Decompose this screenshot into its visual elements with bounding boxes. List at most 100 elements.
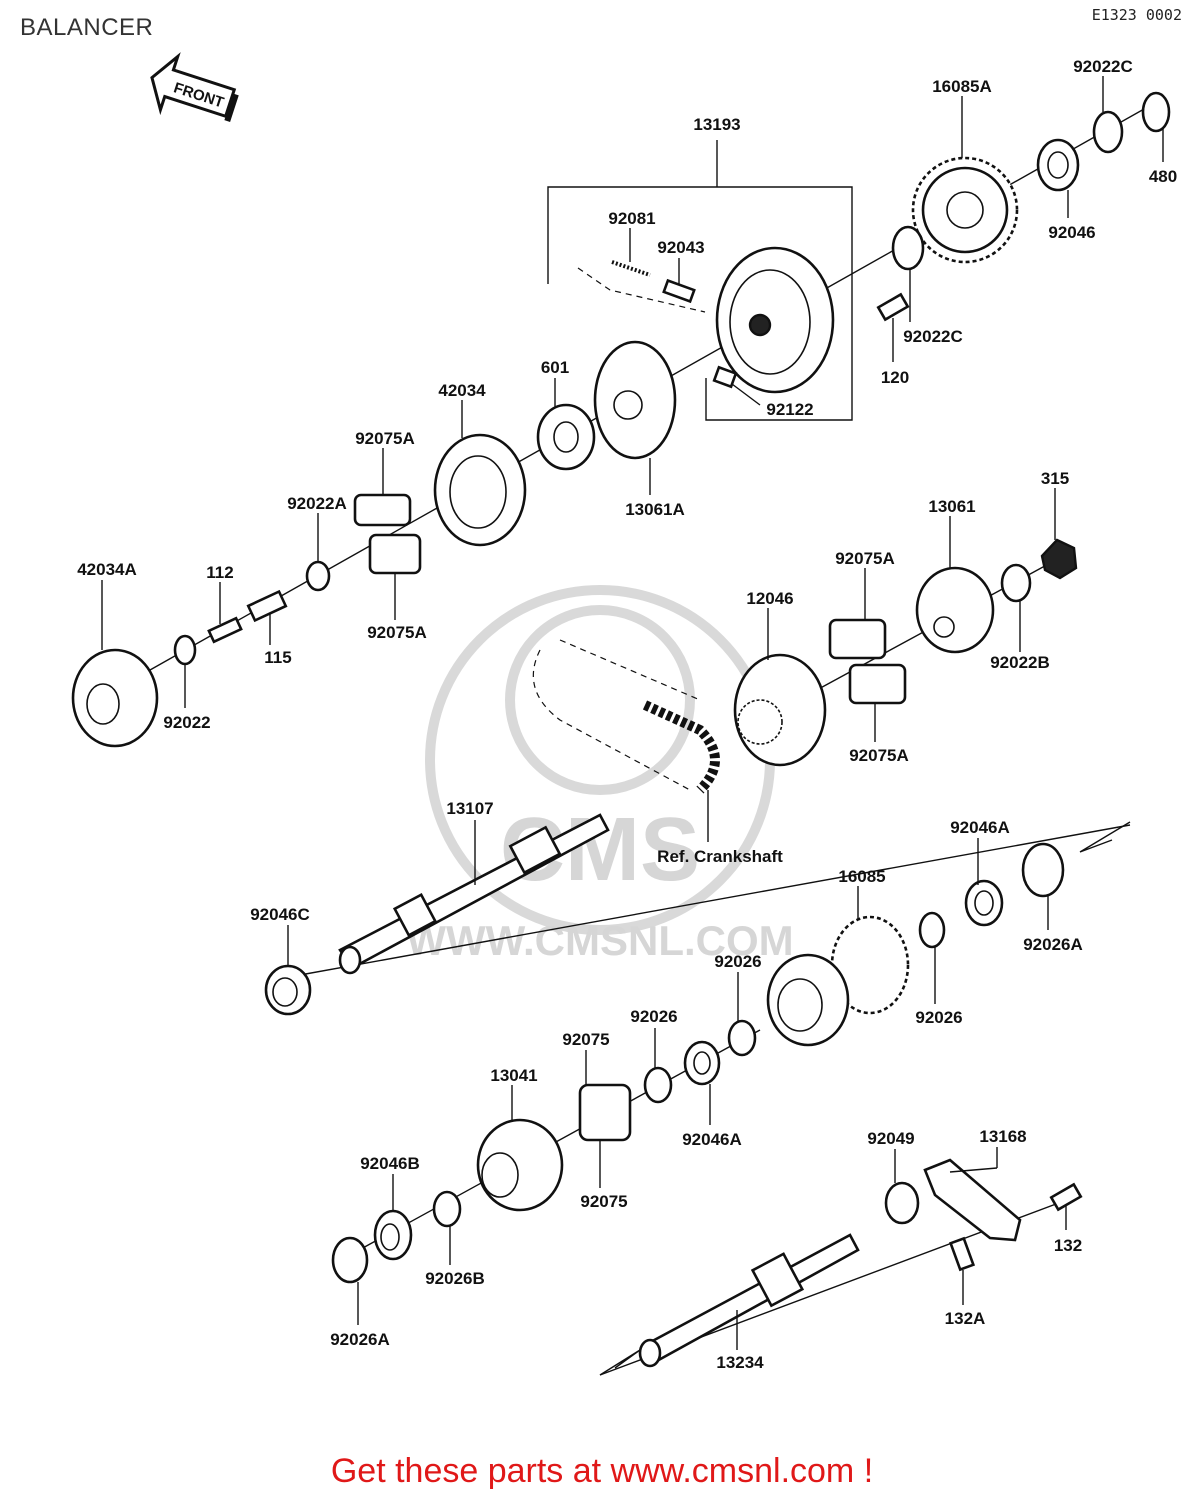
crankshaft-reference-dashed [532,267,706,791]
part-115-bolt [246,589,288,623]
label-92022: 92022 [163,713,210,732]
leader-lines [101,76,1164,1350]
label-120: 120 [881,368,909,387]
label-16085A: 16085A [932,77,992,96]
assembly-axis-lines [149,99,1161,1376]
label-ref-crankshaft: Ref. Crankshaft [657,847,783,866]
part-16085A-sprocket [911,156,1019,264]
label-92075A-2: 92075A [367,623,427,642]
label-92046B: 92046B [360,1154,420,1173]
label-92022B: 92022B [990,653,1050,672]
part-13041-coupling [476,1118,564,1212]
part-92022B-washer [1000,563,1032,603]
label-92075-1: 92075 [562,1030,609,1049]
part-13061A-hub [593,340,677,460]
front-arrow-icon: FRONT [150,52,239,122]
part-13061-hub [915,566,995,654]
watermark-url: WWW.CMSNL.COM [406,917,793,964]
label-112: 112 [206,563,233,582]
part-92026-washer-left [643,1066,673,1104]
label-92046A-1: 92046A [950,818,1010,837]
label-92026A-1: 92026A [1023,935,1083,954]
label-13061: 13061 [928,497,975,516]
label-42034A: 42034A [77,560,137,579]
label-92046A-2: 92046A [682,1130,742,1149]
label-12046: 12046 [746,589,793,608]
label-115: 115 [264,648,291,667]
part-92022C-washer-mid [891,225,925,271]
part-12046-sprocket-housing [733,653,827,767]
part-92049-seal [884,1181,920,1225]
label-92026-2: 92026 [915,1008,962,1027]
assembly-13193-bracket [547,140,853,421]
label-92075-2: 92075 [580,1192,627,1211]
part-92022A-washer [305,560,331,592]
part-112-screw [207,616,243,644]
part-92022-washer [173,634,197,666]
label-13234: 13234 [716,1353,764,1372]
part-92075-damper [578,1083,632,1142]
part-120-bolt [876,292,910,322]
part-480-circlip [1141,91,1171,133]
label-92049: 92049 [867,1129,914,1148]
part-92046A-bearing-right [964,879,1004,927]
part-92081-spring [611,260,651,277]
page-title: BALANCER [20,14,154,41]
label-92122: 92122 [766,400,813,419]
label-315: 315 [1041,469,1069,488]
label-92043: 92043 [657,238,704,257]
part-42034A-damper-plate [71,648,159,748]
part-92046B-bearing [373,1209,413,1261]
label-92075A-3: 92075A [835,549,895,568]
label-92081: 92081 [608,209,655,228]
part-315-nut [1040,538,1078,580]
label-42034: 42034 [438,381,486,400]
part-16085-gear [766,915,910,1047]
part-labels: 13193 16085A 92022C 480 92046 92022C 120… [77,57,1177,1372]
label-92075A-1: 92075A [355,429,415,448]
label-16085: 16085 [838,867,885,886]
label-13193: 13193 [693,115,740,134]
part-92075A-rubbers-lower [828,618,907,705]
label-92022C-mid: 92022C [903,327,963,346]
part-13234-balancer-shaft [638,1233,860,1368]
label-92022C-top: 92022C [1073,57,1133,76]
label-13061A: 13061A [625,500,685,519]
part-92026B-washer [432,1190,462,1228]
label-480: 480 [1149,167,1177,186]
label-92026B: 92026B [425,1269,485,1288]
label-13041: 13041 [490,1066,537,1085]
label-92026-1: 92026 [714,952,761,971]
part-clutch-housing-13193 [715,246,835,394]
part-92122-roller [712,365,738,389]
part-crank-chain [642,700,720,794]
label-601: 601 [541,358,569,377]
part-92046-bearing [1036,138,1080,192]
part-132-bolt [1049,1182,1083,1212]
promo-link-text[interactable]: Get these parts at www.cmsnl.com ! [330,1452,874,1490]
part-92075A-damper-rubbers [353,493,422,575]
label-13168: 13168 [979,1127,1026,1146]
label-92046: 92046 [1048,223,1095,242]
part-92046C-bearing [264,964,312,1016]
label-92022A: 92022A [287,494,347,513]
label-132A: 132A [945,1309,986,1328]
label-13107: 13107 [446,799,493,818]
part-13168-lever [923,1158,1022,1242]
part-13107-shaft [338,813,610,975]
part-601-bearing [536,403,596,471]
label-92026-3: 92026 [630,1007,677,1026]
part-92043-pin [662,278,696,304]
part-132A-bolt [948,1236,976,1272]
label-92026A-2: 92026A [330,1330,390,1349]
label-92075A-4: 92075A [849,746,909,765]
part-92026-washer-right [918,911,946,949]
part-42034-damper-housing [433,433,527,547]
part-92026A-seal-right [1021,842,1065,898]
part-92022C-washer-top [1092,110,1124,154]
part-92026A-seal-left [331,1236,369,1284]
part-92046A-bearing-center [683,1040,721,1086]
diagram-code: E1323 0002 [1091,6,1182,24]
part-92026-washer-center [727,1019,757,1057]
